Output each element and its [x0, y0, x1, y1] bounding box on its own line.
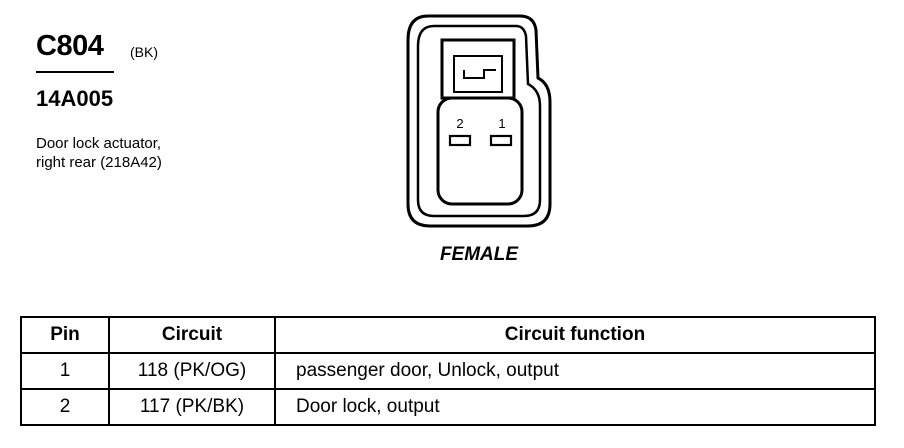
description-line-2: right rear (218A42) — [36, 154, 162, 171]
connector-description: Door lock actuator, right rear (218A42) — [36, 134, 162, 172]
header-circuit-function: Circuit function — [274, 316, 876, 354]
part-number: 14A005 — [36, 86, 114, 111]
cell-pin: 1 — [20, 352, 110, 390]
cell-pin: 2 — [20, 388, 110, 426]
pin-table-header: Pin Circuit Circuit function — [20, 316, 876, 354]
cell-function: Door lock, output — [274, 388, 876, 426]
connector-color: (BK) — [130, 44, 158, 60]
pin-cavity-block — [436, 96, 524, 206]
connector-inner-outline — [416, 24, 542, 218]
pin-cavity-1 — [489, 134, 513, 147]
latch-tab — [463, 69, 496, 79]
connector-outer-shell — [406, 14, 552, 228]
gender-label: FEMALE — [439, 244, 519, 265]
header-circuit: Circuit — [108, 316, 276, 354]
table-row: 1 118 (PK/OG) passenger door, Unlock, ou… — [20, 352, 876, 390]
header-pin: Pin — [20, 316, 110, 354]
cell-function: passenger door, Unlock, output — [274, 352, 876, 390]
pin-label-1: 1 — [498, 116, 505, 131]
pin-table: Pin Circuit Circuit function 1 118 (PK/O… — [20, 316, 876, 426]
cell-circuit: 117 (PK/BK) — [108, 388, 276, 426]
connector-header: C804 (BK) — [36, 30, 158, 63]
header-underline — [36, 71, 114, 73]
description-line-1: Door lock actuator, — [36, 135, 162, 152]
pin-label-2: 2 — [456, 116, 463, 131]
latch-frame — [440, 38, 516, 100]
connector-code: C804 — [36, 30, 104, 62]
connector-face-diagram: 2 1 — [406, 14, 552, 228]
table-row: 2 117 (PK/BK) Door lock, output — [20, 388, 876, 426]
cell-circuit: 118 (PK/OG) — [108, 352, 276, 390]
pin-cavity-2 — [448, 134, 472, 147]
latch-window — [453, 55, 503, 93]
